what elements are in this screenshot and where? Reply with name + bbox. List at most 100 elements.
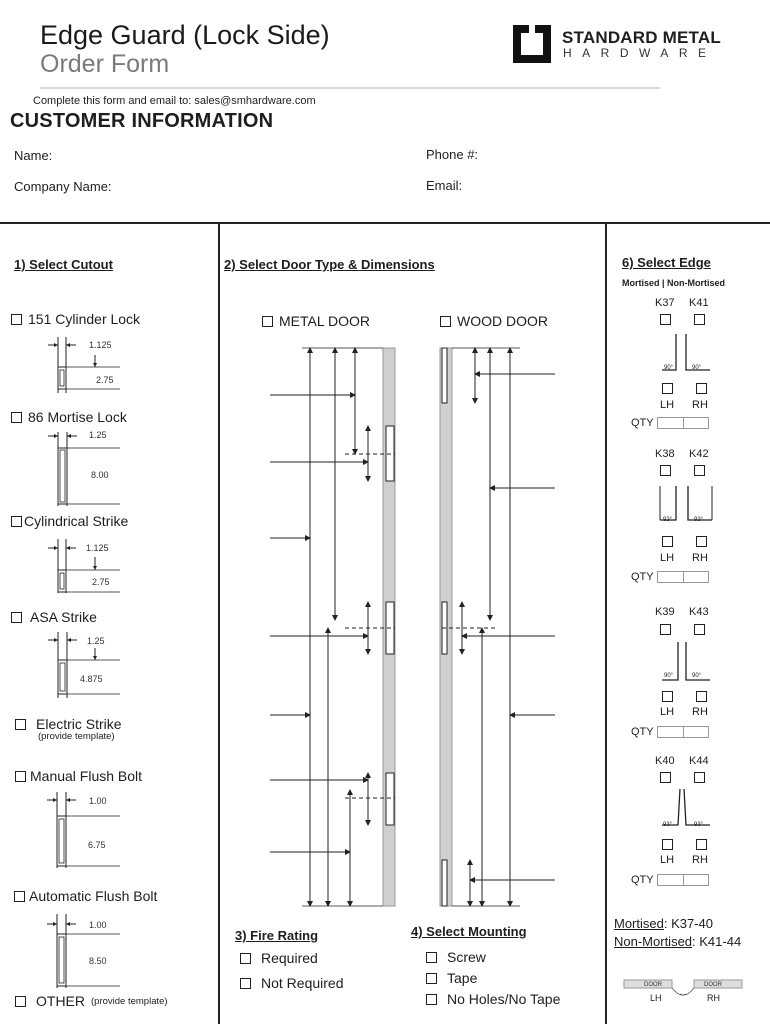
wood-door-option[interactable]: WOOD DOOR [440, 313, 548, 329]
checkbox-lh[interactable] [662, 839, 673, 850]
door-type-heading: 2) Select Door Type & Dimensions [224, 257, 435, 272]
phone-field[interactable]: Phone #: [426, 147, 479, 162]
checkbox[interactable] [11, 313, 22, 325]
cutout-option-other[interactable]: OTHER (provide template) [15, 993, 168, 1009]
option-label: 86 Mortise Lock [28, 409, 127, 425]
checkbox-lh[interactable] [662, 536, 673, 547]
door-hand-icon [623, 979, 743, 996]
edge-profile-icon [659, 486, 713, 521]
dim-height: 8.50 [89, 956, 107, 966]
edge-angle: 93° [694, 517, 704, 523]
qty-label: QTY [631, 726, 654, 738]
checkbox[interactable] [240, 952, 251, 964]
option-note: (provide template) [38, 731, 115, 742]
edge-code-k38: K38 [655, 448, 675, 460]
dim-height: 2.75 [92, 577, 110, 587]
door-dimension-diagram [270, 347, 555, 907]
edge-code-k39: K39 [655, 606, 675, 618]
checkbox-rh[interactable] [696, 536, 707, 547]
checkbox-rh[interactable] [696, 691, 707, 702]
cutout-option-electric-strike[interactable]: Electric Strike [15, 716, 122, 732]
cutout-option-asa-strike[interactable]: ASA Strike [11, 609, 97, 625]
form-subtitle: Order Form [40, 50, 170, 78]
cutout-option-cylindrical-strike[interactable]: Cylindrical Strike [11, 513, 128, 529]
qty-input[interactable] [657, 417, 709, 429]
edge-heading: 6) Select Edge [622, 255, 711, 270]
logo-icon [513, 24, 551, 63]
dim-width: 1.125 [89, 340, 112, 350]
qty-input[interactable] [657, 726, 709, 738]
checkbox-k40[interactable] [660, 772, 671, 783]
cutout-option-manual-flush-bolt[interactable]: Manual Flush Bolt [15, 768, 142, 784]
mounting-screw-option[interactable]: Screw [426, 949, 486, 965]
checkbox-k41[interactable] [694, 314, 705, 325]
fire-not-required-option[interactable]: Not Required [240, 975, 344, 991]
qty-input[interactable] [657, 571, 709, 583]
dim-width: 1.00 [89, 796, 107, 806]
checkbox-k39[interactable] [660, 624, 671, 635]
email-field[interactable]: Email: [426, 178, 463, 193]
company-field[interactable]: Company Name: [14, 179, 112, 194]
option-label: Required [261, 950, 318, 966]
qty-input[interactable] [657, 874, 709, 886]
cylinder-lock-diagram-icon [48, 337, 120, 393]
checkbox-k37[interactable] [660, 314, 671, 325]
mortised-legend-label: Mortised [614, 916, 664, 931]
checkbox[interactable] [15, 770, 26, 782]
checkbox-lh[interactable] [662, 691, 673, 702]
cutout-option-mortise-lock[interactable]: 86 Mortise Lock [11, 409, 127, 425]
checkbox-k42[interactable] [694, 465, 705, 476]
lh-label: LH [660, 706, 675, 718]
door-rh-label: RH [707, 993, 720, 1003]
lh-label: LH [660, 854, 675, 866]
checkbox-lh[interactable] [662, 383, 673, 394]
rh-label: RH [692, 706, 708, 718]
mortise-lock-diagram-icon [48, 432, 120, 506]
lh-label: LH [660, 399, 675, 411]
option-label: Automatic Flush Bolt [29, 888, 158, 904]
option-label: OTHER [36, 993, 85, 1009]
checkbox[interactable] [426, 993, 437, 1005]
checkbox[interactable] [262, 315, 273, 327]
checkbox[interactable] [240, 977, 251, 989]
edge-code-k37: K37 [655, 297, 675, 309]
logo-name: STANDARD METAL [562, 28, 721, 47]
checkbox[interactable] [426, 951, 437, 963]
edge-angle: 93° [694, 822, 704, 828]
option-label: Not Required [261, 975, 344, 991]
checkbox[interactable] [11, 515, 22, 527]
mounting-tape-option[interactable]: Tape [426, 970, 477, 986]
option-label: Manual Flush Bolt [30, 768, 143, 784]
mounting-no-holes-option[interactable]: No Holes/No Tape [426, 991, 560, 1007]
name-field[interactable]: Name: [14, 148, 53, 163]
checkbox[interactable] [15, 718, 26, 730]
checkbox[interactable] [14, 890, 25, 902]
checkbox-k44[interactable] [694, 772, 705, 783]
checkbox-k43[interactable] [694, 624, 705, 635]
fire-rating-heading: 3) Fire Rating [235, 928, 319, 943]
checkbox[interactable] [11, 611, 22, 623]
metal-door-option[interactable]: METAL DOOR [262, 313, 370, 329]
checkbox[interactable] [426, 972, 437, 984]
column-divider-left [218, 222, 220, 1024]
checkbox-k38[interactable] [660, 465, 671, 476]
checkbox-rh[interactable] [696, 383, 707, 394]
column-divider-right [605, 222, 607, 1024]
edge-code-k42: K42 [689, 448, 709, 460]
fire-required-option[interactable]: Required [240, 950, 318, 966]
edge-angle: 90° [664, 673, 674, 679]
cutout-option-cylinder-lock[interactable]: 151 Cylinder Lock [11, 311, 140, 327]
dim-width: 1.00 [89, 920, 107, 930]
checkbox[interactable] [11, 411, 22, 423]
checkbox[interactable] [15, 995, 26, 1007]
dim-height: 8.00 [91, 470, 109, 480]
checkbox[interactable] [440, 315, 451, 327]
cutout-option-automatic-flush-bolt[interactable]: Automatic Flush Bolt [14, 888, 157, 904]
section-divider [0, 222, 770, 224]
email-instructions: Complete this form and email to: sales@s… [33, 95, 316, 107]
door-lh-label: LH [650, 993, 662, 1003]
qty-label: QTY [631, 417, 654, 429]
header-divider [40, 87, 660, 89]
edge-code-k40: K40 [655, 755, 675, 767]
checkbox-rh[interactable] [696, 839, 707, 850]
